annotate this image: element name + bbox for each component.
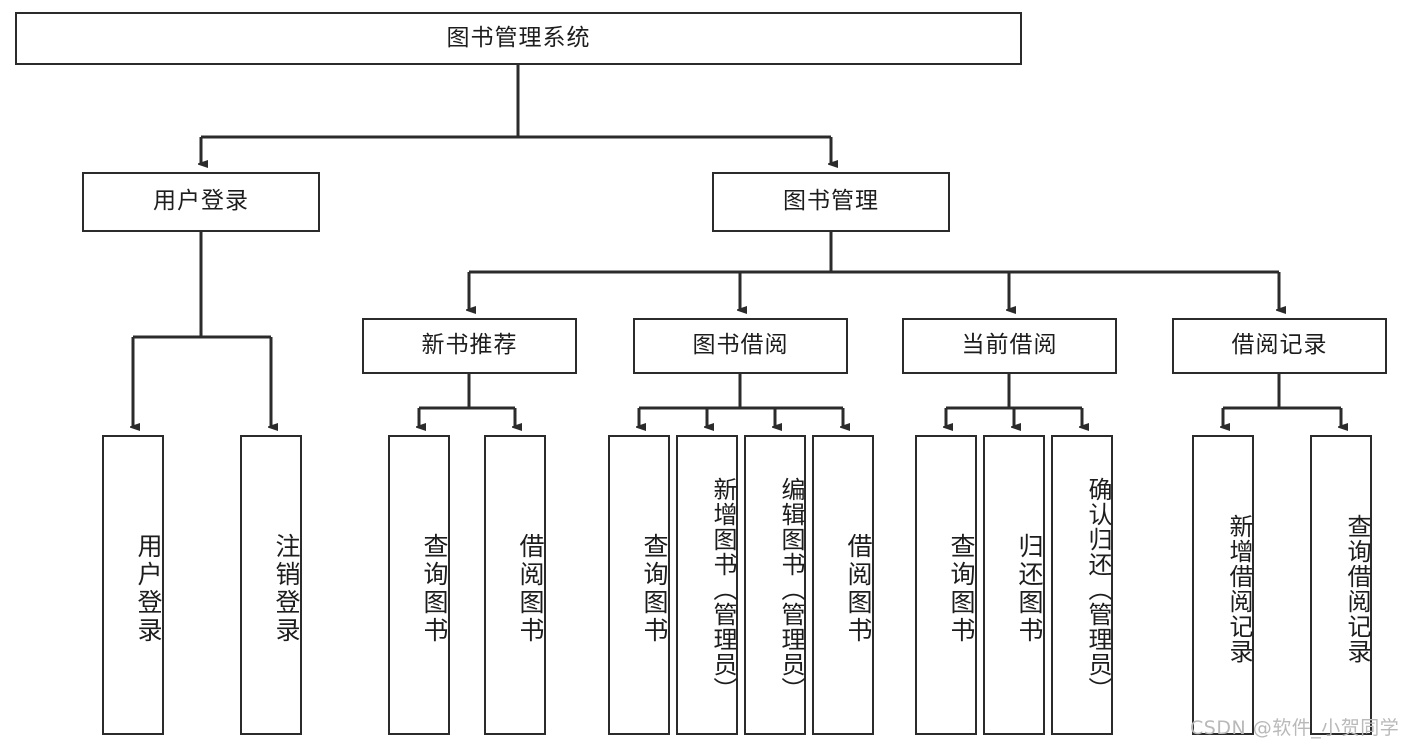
node-current-borrow[interactable]: 当前借阅 bbox=[902, 318, 1117, 374]
leaf-add-borrow-record[interactable]: 新增借阅记录 bbox=[1192, 435, 1254, 735]
node-borrow-record[interactable]: 借阅记录 bbox=[1172, 318, 1387, 374]
leaf-query-book-current[interactable]: 查询图书 bbox=[915, 435, 977, 735]
leaf-user-login[interactable]: 用户登录 bbox=[102, 435, 164, 735]
leaf-edit-book-admin[interactable]: 编辑图书（管理员） bbox=[744, 435, 806, 735]
leaf-query-book-borrow[interactable]: 查询图书 bbox=[608, 435, 670, 735]
leaf-borrow-book[interactable]: 借阅图书 bbox=[812, 435, 874, 735]
leaf-logout[interactable]: 注销登录 bbox=[240, 435, 302, 735]
node-root[interactable]: 图书管理系统 bbox=[15, 12, 1022, 65]
leaf-borrow-book-recommend[interactable]: 借阅图书 bbox=[484, 435, 546, 735]
leaf-add-book-admin[interactable]: 新增图书（管理员） bbox=[676, 435, 738, 735]
csdn-watermark: CSDN @软件_小贺同学 bbox=[1190, 717, 1400, 739]
node-book-borrow[interactable]: 图书借阅 bbox=[633, 318, 848, 374]
leaf-return-book[interactable]: 归还图书 bbox=[983, 435, 1045, 735]
leaf-query-borrow-record[interactable]: 查询借阅记录 bbox=[1310, 435, 1372, 735]
node-new-book-recommend[interactable]: 新书推荐 bbox=[362, 318, 577, 374]
node-user-login[interactable]: 用户登录 bbox=[82, 172, 320, 232]
node-book-management[interactable]: 图书管理 bbox=[712, 172, 950, 232]
leaf-query-book-recommend[interactable]: 查询图书 bbox=[388, 435, 450, 735]
leaf-confirm-return-admin[interactable]: 确认归还（管理员） bbox=[1051, 435, 1113, 735]
